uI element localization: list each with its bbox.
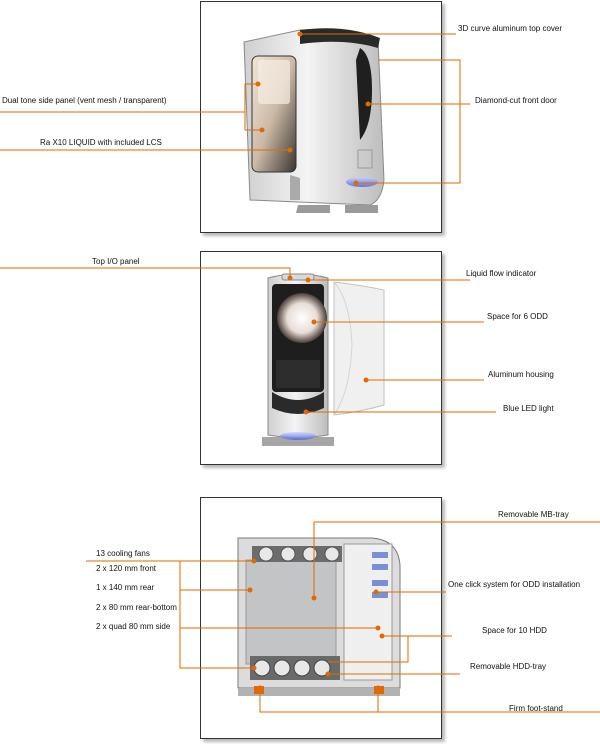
case-2-illustration — [262, 273, 385, 446]
label-foot: Firm foot-stand — [509, 704, 563, 713]
leaders-panel-2 — [0, 267, 496, 413]
label-fans: 13 cooling fans — [96, 549, 150, 558]
label-front-door: Diamond-cut front door — [475, 96, 557, 105]
leaders-panel-1 — [0, 33, 470, 184]
label-odd-install: One click system for ODD installation — [448, 580, 581, 589]
label-flow-indicator: Liquid flow indicator — [466, 269, 537, 278]
label-top-cover: 3D curve aluminum top cover — [458, 24, 563, 33]
label-fan-rear-bottom: 2 x 80 mm rear-bottom — [96, 603, 177, 612]
label-odd-space: Space for 6 ODD — [487, 312, 548, 321]
label-side-panel: Dual tone side panel (vent mesh / transp… — [2, 96, 167, 105]
leaders-panel-3 — [86, 521, 600, 713]
case-3-illustration — [237, 537, 401, 696]
label-housing: Aluminum housing — [488, 370, 554, 379]
label-fan-side: 2 x quad 80 mm side — [96, 622, 171, 631]
case-1-illustration — [243, 28, 385, 213]
label-hdd-space: Space for 10 HDD — [482, 626, 547, 635]
label-fan-front: 2 x 120 mm front — [96, 564, 157, 573]
label-led: Blue LED light — [503, 404, 554, 413]
label-mb-tray: Removable MB-tray — [498, 510, 569, 519]
label-io-panel: Top I/O panel — [92, 257, 140, 266]
label-hdd-tray: Removable HDD-tray — [470, 662, 547, 671]
label-lcs: Ra X10 LIQUID with included LCS — [40, 138, 162, 147]
label-fan-rear: 1 x 140 mm rear — [96, 583, 155, 592]
